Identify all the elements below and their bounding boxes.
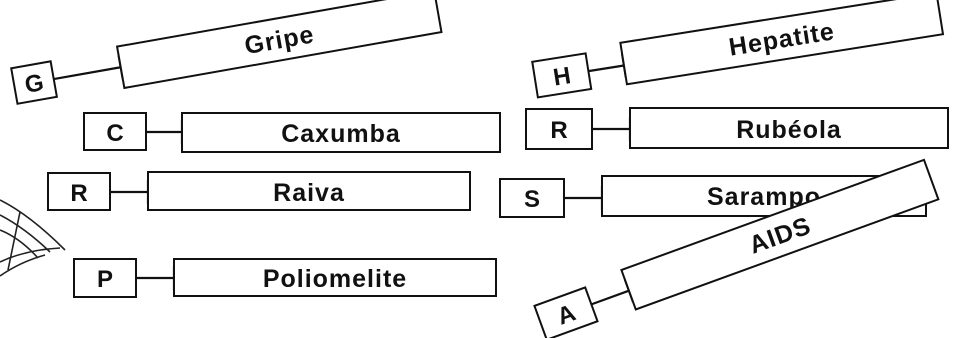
label-rubeola: Rubéola xyxy=(736,116,842,144)
item-hepatite: H Hepatite xyxy=(531,0,943,98)
item-rubeola: R Rubéola xyxy=(526,108,948,149)
label-poliomelite: Poliomelite xyxy=(263,265,407,293)
item-gripe: G Gripe xyxy=(11,0,442,107)
connector-aids xyxy=(591,291,629,305)
letter-caxumba: C xyxy=(106,120,123,147)
letter-poliomelite: P xyxy=(97,266,113,293)
label-raiva: Raiva xyxy=(273,179,345,207)
item-caxumba: C Caxumba xyxy=(84,113,500,152)
connector-hepatite xyxy=(588,66,624,72)
letter-rubeola: R xyxy=(550,117,567,144)
letter-sarampo: S xyxy=(524,186,540,213)
item-raiva: R Raiva xyxy=(48,172,470,210)
item-poliomelite: P Poliomelite xyxy=(74,259,496,297)
connector-gripe xyxy=(54,67,121,79)
letter-raiva: R xyxy=(70,180,87,207)
partial-drawing xyxy=(0,200,65,276)
label-caxumba: Caxumba xyxy=(281,120,401,148)
